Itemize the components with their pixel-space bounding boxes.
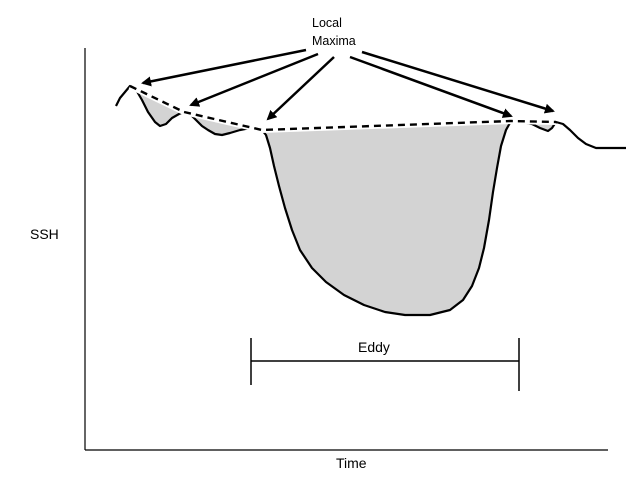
shaded-region-eddy xyxy=(262,121,512,315)
local-maxima-label-line1: Local xyxy=(312,16,342,30)
local-maxima-label-line2: Maxima xyxy=(312,34,356,48)
maxima-arrow-3 xyxy=(266,56,335,121)
shaded-region-small-1 xyxy=(130,86,184,126)
maxima-arrow-4 xyxy=(349,55,513,118)
maxima-arrow-1 xyxy=(141,48,307,87)
maxima-arrow-5 xyxy=(361,50,555,114)
y-axis-label: SSH xyxy=(30,226,59,242)
eddy-label: Eddy xyxy=(358,339,390,355)
local-maxima-label: Local Maxima xyxy=(312,14,356,50)
maxima-arrow-2 xyxy=(189,52,319,107)
local-maxima-dashed-line xyxy=(129,84,557,132)
ssh-curve xyxy=(115,84,626,317)
x-axis-label: Time xyxy=(336,455,367,471)
